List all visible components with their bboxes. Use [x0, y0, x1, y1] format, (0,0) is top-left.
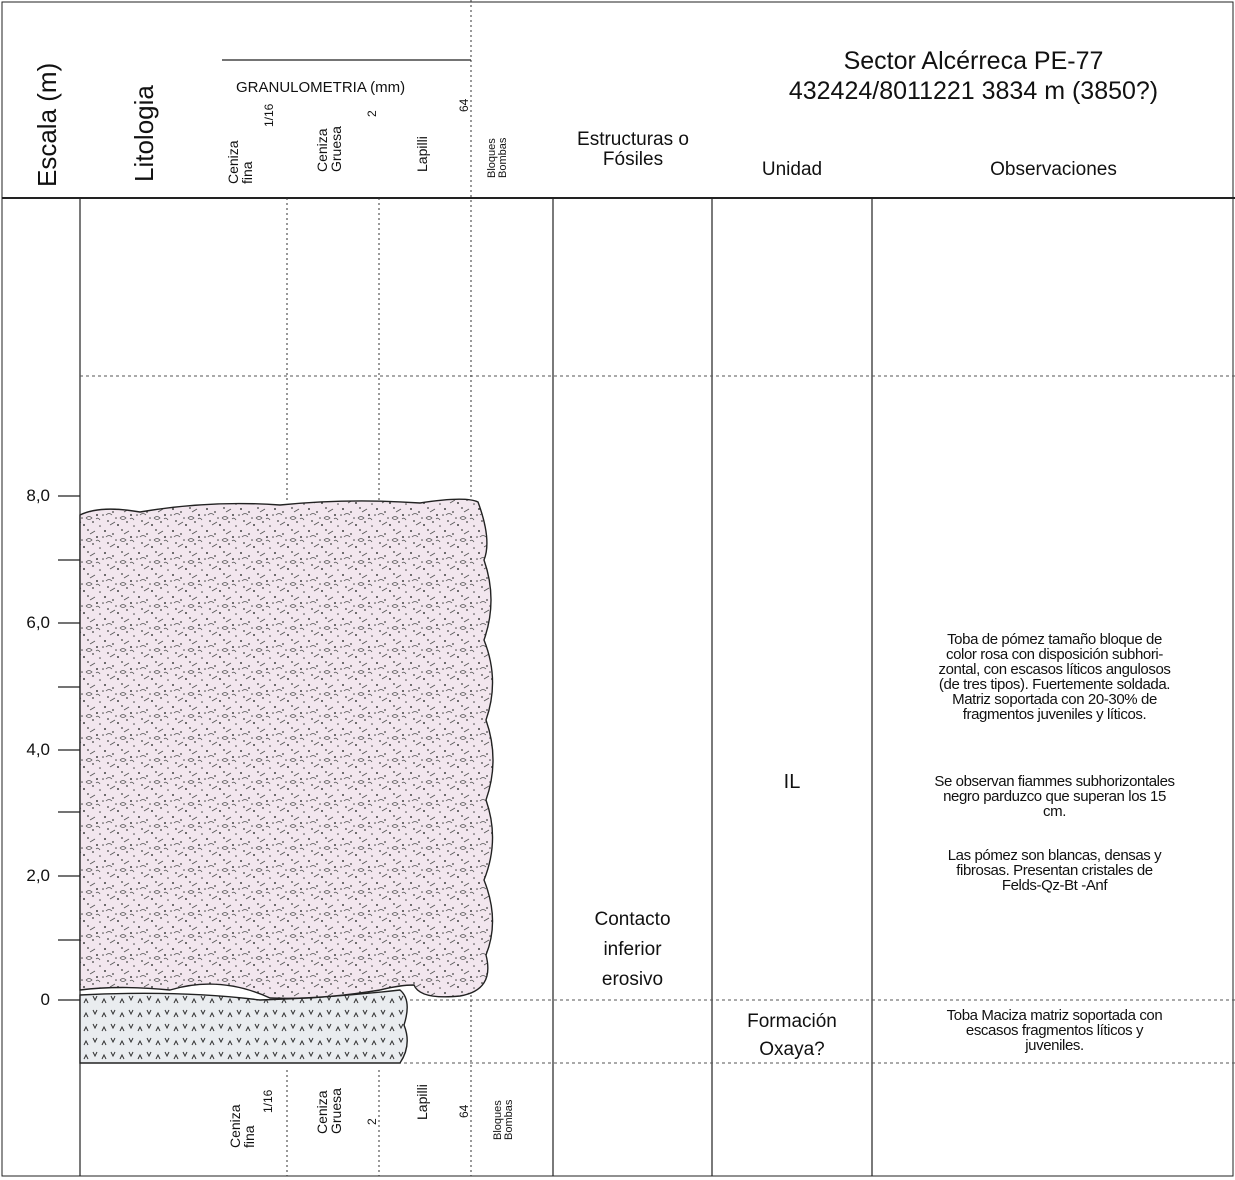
grain-limit-64: 64: [457, 98, 471, 112]
scale-label-6: 6,0: [26, 613, 50, 632]
grain-label-lapilli-bottom: Lapilli: [414, 1084, 430, 1120]
pumice-tuff-layer: [79, 498, 494, 1000]
scale-label-0: 0: [40, 990, 50, 1009]
scale-label-4: 4,0: [26, 740, 50, 759]
oxaya-tuff-layer: [79, 989, 408, 1064]
grain-limit-1-16-bottom: 1/16: [261, 1089, 275, 1113]
grain-label-lapilli: Lapilli: [414, 136, 430, 172]
grain-limit-2-bottom: 2: [365, 1118, 379, 1125]
unit-il: IL: [783, 771, 801, 793]
observations-header: Observaciones: [990, 159, 1117, 180]
grain-limit-2: 2: [365, 110, 379, 117]
observation-paragraph-oxaya: Toba Maciza matriz soportada con escasos…: [946, 1007, 1163, 1054]
granulometry-title: GRANULOMETRIA (mm): [236, 79, 406, 96]
scale-label-2: 2,0: [26, 866, 50, 885]
scale-header: Escala (m): [32, 62, 62, 187]
grain-limit-1-16: 1/16: [262, 103, 276, 127]
observation-paragraph-2: Se observan fiammes subhorizontales negr…: [934, 773, 1175, 820]
lithology-header: Litologia: [129, 85, 159, 182]
observation-paragraph-1: Toba de pómez tamaño bloque de color ros…: [938, 631, 1171, 723]
grain-limit-64-bottom: 64: [457, 1104, 471, 1118]
observation-paragraph-3: Las pómez son blancas, densas y fibrosas…: [947, 847, 1162, 894]
unit-header: Unidad: [761, 159, 823, 180]
scale-label-8: 8,0: [26, 486, 50, 505]
